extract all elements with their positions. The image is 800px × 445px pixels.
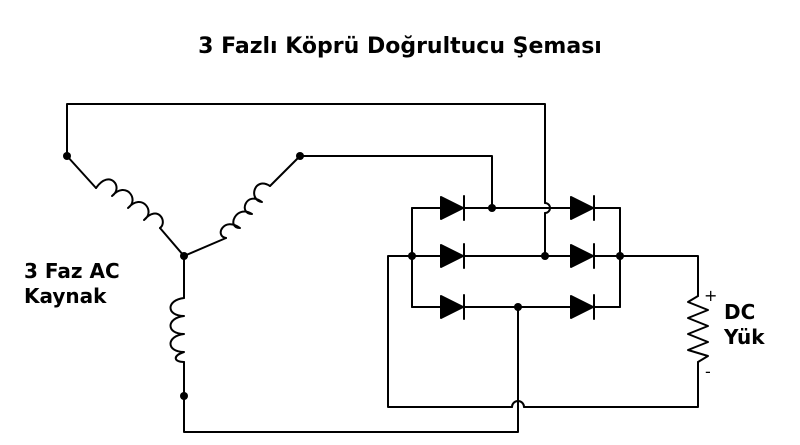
winding-a-tail: [159, 227, 185, 257]
load-label-line2: Yük: [724, 325, 765, 349]
winding-b-coil: [219, 182, 271, 239]
dc-positive-wire: [619, 255, 699, 297]
source-label-line2: Kaynak: [24, 284, 107, 308]
diodes: [440, 195, 595, 320]
phase-a-wire: [66, 103, 546, 257]
junction-positive: [616, 252, 624, 260]
load-resistor: [687, 295, 709, 363]
load-plus-sign: +: [704, 286, 718, 305]
diode-mid-right: [570, 243, 595, 269]
phase-c-wire: [183, 307, 519, 433]
diode-top-right: [570, 195, 595, 221]
junction-a: [63, 152, 71, 160]
junction-c: [180, 392, 188, 400]
load-label-line1: DC: [724, 300, 756, 324]
source-label: 3 Faz AC Kaynak: [24, 259, 120, 309]
junction-b: [296, 152, 304, 160]
diode-bottom-left: [440, 294, 465, 320]
winding-a-lead: [66, 155, 97, 189]
diode-mid-left: [440, 243, 465, 269]
winding-b-lead: [269, 155, 301, 187]
source-label-line1: 3 Faz AC: [24, 259, 120, 283]
junction-phase-a: [541, 252, 549, 260]
diode-bottom-right: [570, 294, 595, 320]
winding-b-tail: [183, 237, 227, 257]
dc-negative-crossover: [511, 400, 525, 408]
wiring: [66, 103, 699, 433]
load-label: DC Yük: [724, 300, 765, 350]
phase-b-wire: [299, 155, 493, 209]
junction-negative: [408, 252, 416, 260]
load-minus-sign: -: [705, 362, 711, 381]
junctions: [63, 152, 624, 400]
winding-c-coil: [169, 297, 185, 363]
dc-negative-wire: [387, 255, 699, 408]
winding-a-coil: [95, 178, 164, 229]
diagram-title: 3 Fazlı Köprü Doğrultucu Şeması: [198, 34, 602, 59]
source-windings: [66, 155, 301, 397]
diode-top-left: [440, 195, 465, 221]
junction-phase-c: [514, 303, 522, 311]
junction-neutral: [180, 252, 188, 260]
junction-phase-b: [488, 204, 496, 212]
